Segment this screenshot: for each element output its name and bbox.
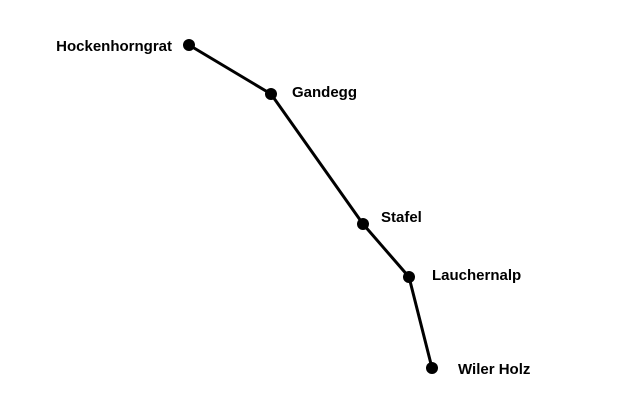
station-label: Stafel — [381, 209, 422, 226]
station-marker — [403, 271, 415, 283]
station-label: Wiler Holz — [458, 361, 530, 378]
station-marker — [357, 218, 369, 230]
station-label: Gandegg — [292, 84, 357, 101]
station-marker — [183, 39, 195, 51]
station-lauchernalp: Lauchernalp — [403, 267, 521, 284]
station-marker — [426, 362, 438, 374]
station-marker — [265, 88, 277, 100]
station-stafel: Stafel — [357, 209, 422, 230]
station-label: Lauchernalp — [432, 267, 521, 284]
station-gandegg: Gandegg — [265, 84, 357, 101]
station-label: Hockenhorngrat — [56, 38, 172, 55]
station-hockenhorngrat: Hockenhorngrat — [56, 38, 195, 55]
station-wiler-holz: Wiler Holz — [426, 361, 530, 378]
